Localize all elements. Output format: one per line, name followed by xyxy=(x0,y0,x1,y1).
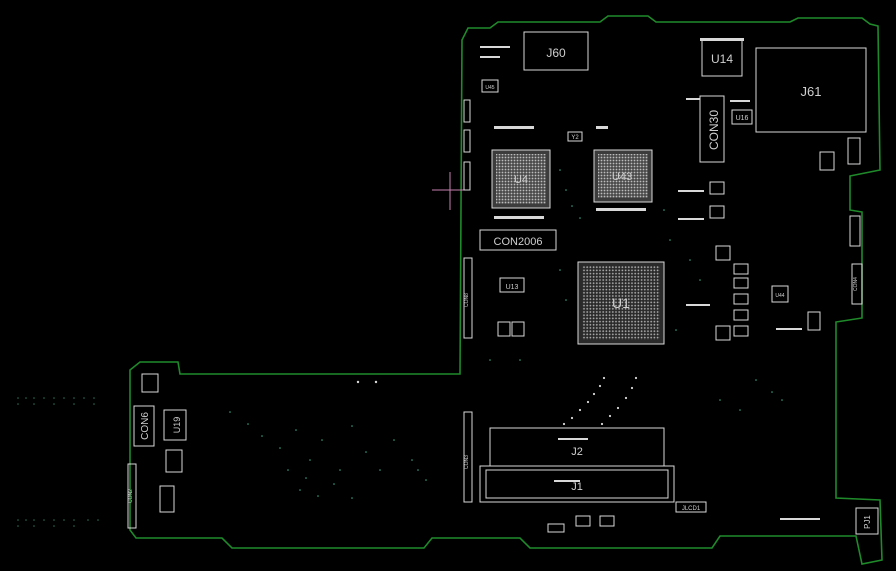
scattered-vias xyxy=(229,169,783,499)
svg-text:CON6: CON6 xyxy=(140,412,151,440)
component-CON2: CON2 xyxy=(127,463,137,529)
svg-text:J60: J60 xyxy=(546,46,566,60)
svg-text:CON2: CON2 xyxy=(128,489,134,503)
component-J61: J61 xyxy=(755,47,867,133)
svg-text:U16: U16 xyxy=(736,115,749,122)
svg-text:CON8: CON8 xyxy=(464,293,470,307)
svg-text:CON3: CON3 xyxy=(464,455,470,469)
crosshair-marker xyxy=(432,172,468,210)
svg-text:CON2006: CON2006 xyxy=(494,236,543,248)
svg-text:JLCD1: JLCD1 xyxy=(682,506,701,512)
svg-text:Y2: Y2 xyxy=(571,135,579,141)
svg-text:U14: U14 xyxy=(711,52,733,66)
stray-vias-left xyxy=(17,397,99,527)
svg-text:PJ1: PJ1 xyxy=(863,515,872,529)
component-U13: U13 xyxy=(499,277,525,293)
component-U45: U45 xyxy=(481,79,499,93)
component-U44: U44 xyxy=(771,285,789,303)
svg-text:U1: U1 xyxy=(612,295,630,311)
misc-parts xyxy=(141,99,861,533)
svg-text:CON30: CON30 xyxy=(707,110,721,150)
board-outline xyxy=(129,15,883,565)
svg-text:CON4: CON4 xyxy=(853,277,859,291)
component-U14: U14 xyxy=(700,38,744,77)
component-U4: U4 xyxy=(491,149,551,209)
component-CON2006: CON2006 xyxy=(479,229,557,251)
pad-rows xyxy=(480,46,820,520)
svg-text:U13: U13 xyxy=(506,284,519,291)
component-U19: U19 xyxy=(163,409,187,441)
component-J2: J2 xyxy=(489,427,665,467)
component-CON3: CON3 xyxy=(463,411,473,503)
component-U16: U16 xyxy=(731,109,753,125)
component-J60: J60 xyxy=(523,31,589,71)
svg-text:U4: U4 xyxy=(514,174,528,186)
svg-text:U44: U44 xyxy=(775,293,784,299)
component-CON4: CON4 xyxy=(851,263,863,305)
svg-text:J61: J61 xyxy=(801,84,822,99)
component-Y2: Y2 xyxy=(567,131,583,142)
svg-text:U45: U45 xyxy=(485,85,494,91)
svg-text:U19: U19 xyxy=(172,417,182,434)
component-JLCD1: JLCD1 xyxy=(675,501,707,513)
component-U43: U43 xyxy=(593,149,653,203)
component-U1: U1 xyxy=(577,261,665,345)
component-PJ1: PJ1 xyxy=(855,507,879,535)
component-J1: J1 xyxy=(479,465,675,503)
svg-text:J2: J2 xyxy=(571,446,583,458)
component-CON6: CON6 xyxy=(133,405,155,447)
component-CON30: CON30 xyxy=(699,95,725,163)
trace-dots xyxy=(356,376,638,426)
component-CON8: CON8 xyxy=(463,257,473,339)
svg-text:U43: U43 xyxy=(612,171,632,183)
svg-text:J1: J1 xyxy=(571,481,583,493)
